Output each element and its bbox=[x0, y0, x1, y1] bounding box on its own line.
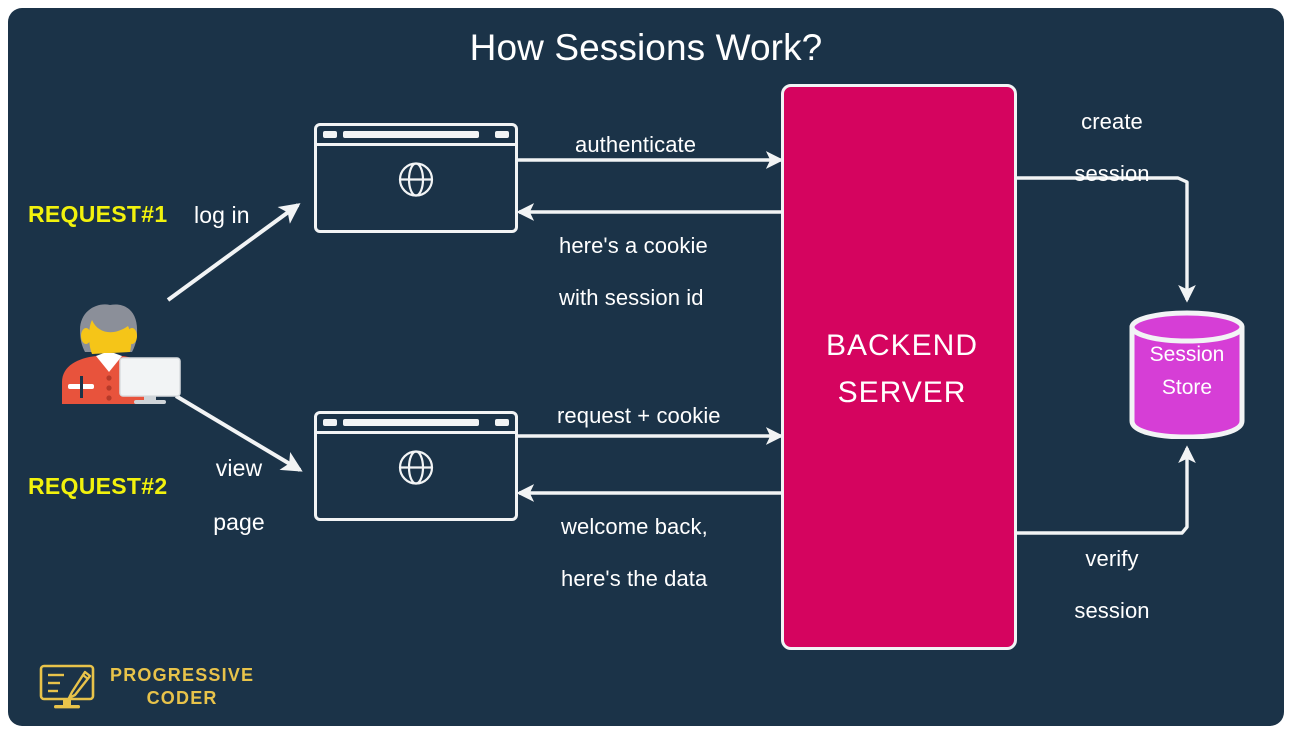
browser-1-window-button-icon[interactable] bbox=[495, 131, 509, 138]
request-2-tag: REQUEST#2 bbox=[28, 473, 168, 499]
flow-label-welcome-response: welcome back, here's the data bbox=[561, 514, 708, 618]
flow-label-authenticate: authenticate bbox=[575, 132, 697, 157]
flow-label-create-session: create session bbox=[1062, 109, 1162, 213]
session-store-label: Session Store bbox=[1128, 339, 1246, 404]
browser-2-titlebar bbox=[317, 414, 515, 434]
verify-line-1: verify bbox=[1085, 546, 1139, 571]
diagram-board bbox=[8, 8, 1284, 726]
cookie-line-2: with session id bbox=[559, 284, 704, 310]
request-2-action-line1: view bbox=[215, 455, 263, 481]
page-title: How Sessions Work? bbox=[469, 27, 823, 68]
flow-label-cookie-response: here's a cookie with session id bbox=[559, 233, 708, 337]
create-line-2: session bbox=[1074, 160, 1150, 186]
monitor-icon bbox=[119, 357, 181, 404]
flow-label-request-cookie: request + cookie bbox=[557, 403, 721, 428]
browser-2-address-bar[interactable] bbox=[343, 419, 479, 426]
server-line-2: SERVER bbox=[837, 375, 967, 409]
browser-1-address-bar[interactable] bbox=[343, 131, 479, 138]
store-line-1: Session bbox=[1149, 343, 1225, 366]
session-store-node[interactable]: Session Store bbox=[1128, 309, 1246, 440]
monitor-pencil-icon bbox=[39, 664, 95, 709]
flow-label-verify-session: verify session bbox=[1062, 546, 1162, 650]
browser-window-2[interactable] bbox=[314, 411, 518, 521]
browser-1-menu-icon bbox=[323, 131, 337, 138]
backend-server-node[interactable]: BACKEND SERVER bbox=[781, 84, 1017, 650]
logo-line-2: CODER bbox=[146, 687, 218, 708]
browser-2-window-button-icon[interactable] bbox=[495, 419, 509, 426]
browser-1-titlebar bbox=[317, 126, 515, 146]
logo-line-1: PROGRESSIVE bbox=[110, 665, 255, 685]
globe-icon bbox=[394, 158, 438, 207]
create-line-1: create bbox=[1081, 109, 1143, 134]
request-2-action-label: view page bbox=[207, 455, 271, 564]
user-at-computer-illustration bbox=[52, 296, 184, 404]
welcome-line-1: welcome back, bbox=[561, 514, 708, 539]
request-1-tag: REQUEST#1 bbox=[28, 201, 168, 227]
verify-line-2: session bbox=[1074, 597, 1150, 623]
welcome-line-2: here's the data bbox=[561, 565, 708, 591]
store-line-2: Store bbox=[1161, 375, 1213, 399]
browser-2-menu-icon bbox=[323, 419, 337, 426]
request-1-action-label: log in bbox=[194, 202, 250, 228]
browser-window-1[interactable] bbox=[314, 123, 518, 233]
person-icon bbox=[62, 304, 152, 404]
database-cylinder-icon bbox=[1129, 310, 1245, 440]
server-line-1: BACKEND bbox=[825, 329, 979, 362]
request-2-action-line2: page bbox=[213, 509, 265, 536]
backend-server-label: BACKEND SERVER bbox=[784, 323, 1020, 416]
cookie-line-1: here's a cookie bbox=[559, 233, 708, 258]
globe-icon bbox=[394, 446, 438, 495]
